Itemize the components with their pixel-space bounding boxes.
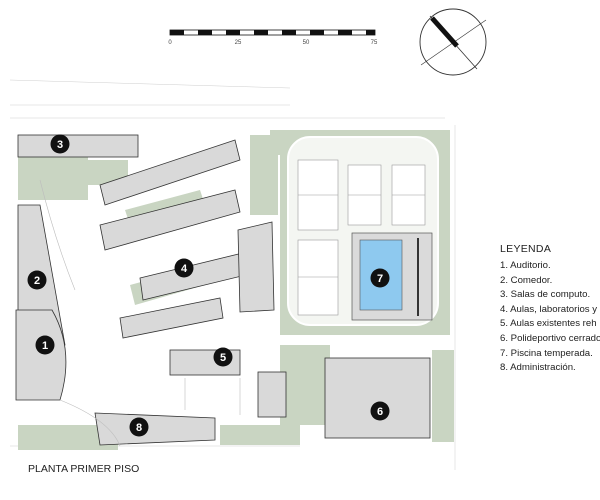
svg-text:1: 1: [42, 340, 48, 352]
legend-item-6: 6. Polideportivo cerrado: [500, 332, 600, 344]
svg-text:3: 3: [57, 139, 63, 151]
building-wing-a: [99, 139, 241, 206]
walkways: [39, 179, 241, 447]
building-annex: [257, 371, 287, 418]
north-arrow-icon: [419, 8, 487, 76]
marker-4: 4: [174, 258, 194, 278]
svg-text:7: 7: [377, 273, 383, 285]
legend-item-3: 3. Salas de computo.: [500, 289, 591, 301]
legend-item-7: 7. Piscina temperada.: [500, 347, 593, 359]
legend-title: LEYENDA: [500, 243, 552, 255]
building-8: [94, 412, 216, 446]
svg-text:4: 4: [181, 263, 188, 275]
building-3: [17, 134, 139, 158]
sports-area: [287, 136, 439, 326]
marker-5: 5: [213, 347, 233, 367]
building-wing-c: [119, 297, 224, 339]
legend-item-4: 4. Aulas, laboratorios y: [500, 303, 598, 315]
marker-1: 1: [35, 335, 55, 355]
marker-6: 6: [370, 401, 390, 421]
legend: LEYENDA 1. Auditorio. 2. Comedor. 3. Sal…: [500, 243, 600, 376]
scale-label-25: 25: [235, 40, 242, 46]
marker-3: 3: [50, 134, 70, 154]
scale-bar: 0 25 50 75: [168, 29, 378, 46]
legend-item-5: 5. Aulas existentes reh: [500, 318, 597, 330]
building-wing-d: [237, 221, 275, 313]
scale-label-75: 75: [371, 40, 378, 46]
svg-text:8: 8: [136, 422, 142, 434]
svg-text:2: 2: [34, 275, 40, 287]
marker-8: 8: [129, 417, 149, 437]
building-1: [15, 309, 67, 401]
building-wing-b: [99, 189, 241, 251]
legend-item-8: 8. Administración.: [500, 362, 576, 374]
svg-text:6: 6: [377, 406, 383, 418]
legend-item-2: 2. Comedor.: [500, 274, 553, 286]
marker-2: 2: [27, 270, 47, 290]
building-markers: 1 2 3 4 5 6 7 8: [27, 134, 390, 437]
plan-title: PLANTA PRIMER PISO: [28, 463, 140, 475]
svg-text:5: 5: [220, 352, 226, 364]
scale-label-0: 0: [168, 40, 172, 46]
building-6: [324, 357, 431, 439]
marker-7: 7: [370, 268, 390, 288]
legend-item-1: 1. Auditorio.: [500, 260, 551, 271]
scale-label-50: 50: [303, 40, 310, 46]
